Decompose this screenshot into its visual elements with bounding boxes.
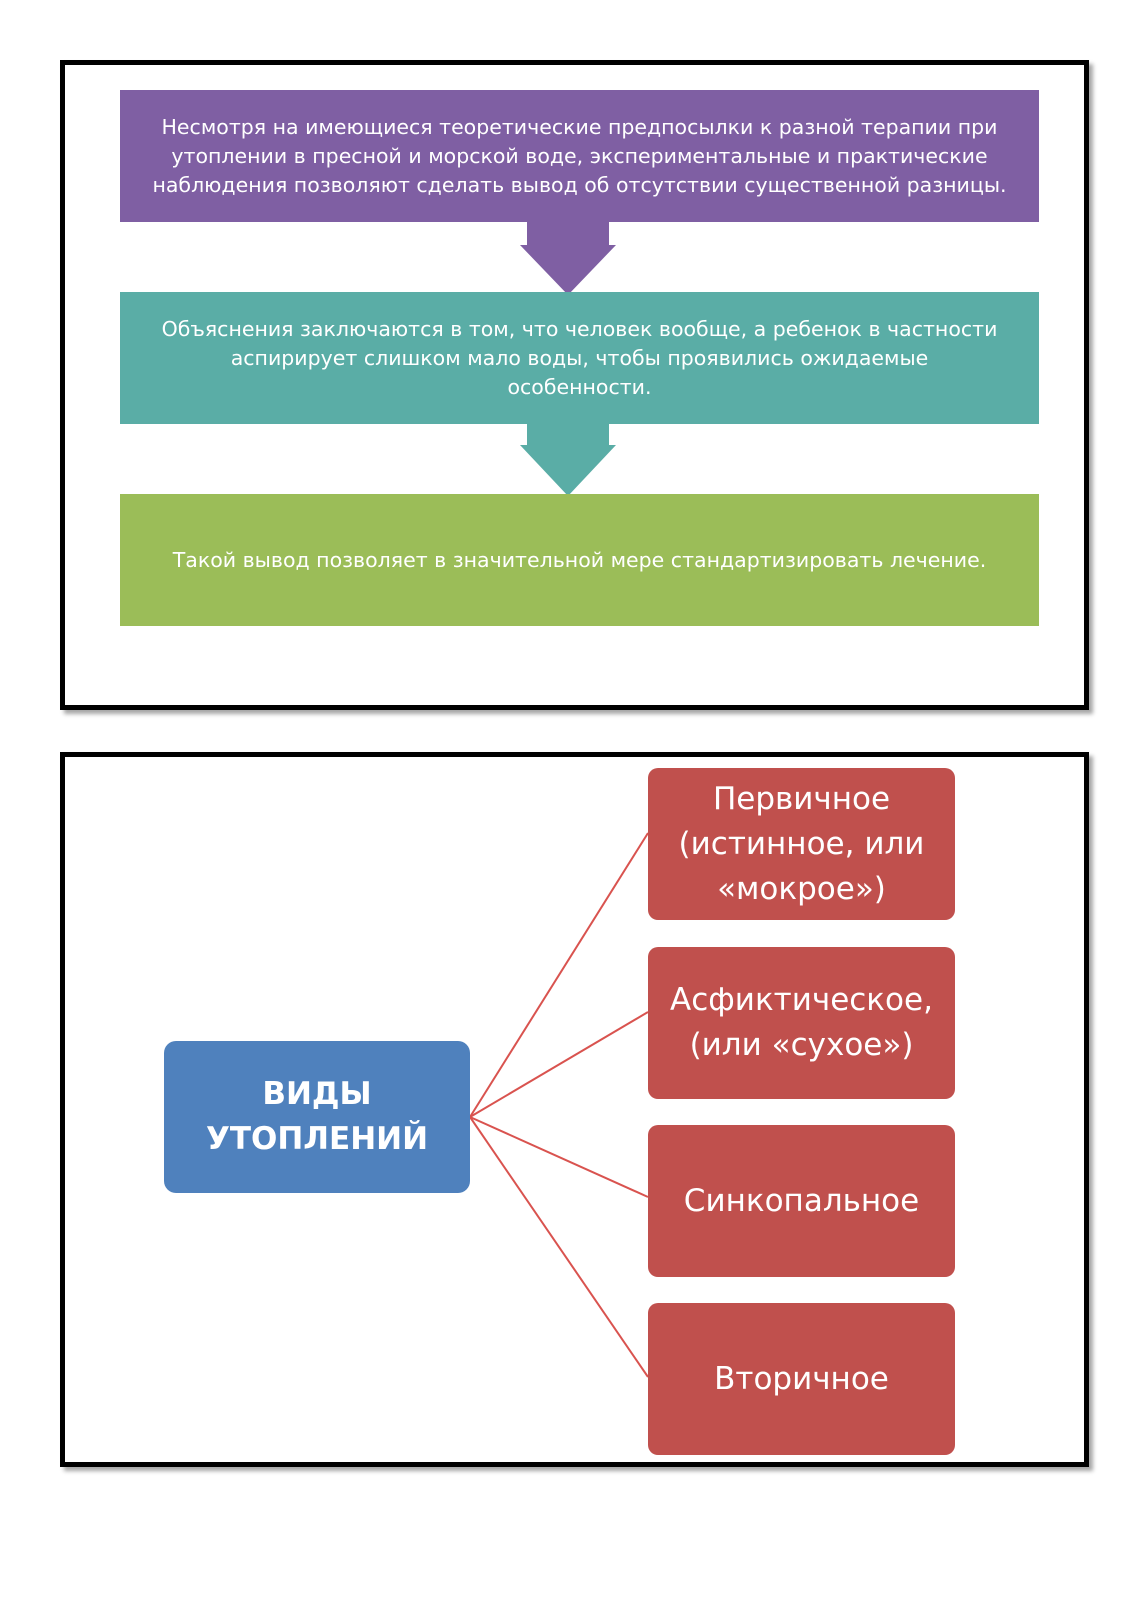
flow-arrows [520, 218, 616, 496]
flow-step-2-line: особенности. [507, 374, 652, 399]
flow-step-2: Объяснения заключаются в том, что челове… [120, 292, 1039, 424]
type-secondary-line: Вторичное [714, 1360, 889, 1397]
flow-panel: Несмотря на имеющиеся теоретические пред… [60, 60, 1089, 710]
type-primary-line: Первичное [712, 780, 891, 817]
flow-step-1-line: Несмотря на имеющиеся теоретические пред… [161, 114, 998, 139]
flow-step-2-line: аспирирует слишком мало воды, чтобы проя… [230, 345, 929, 370]
arrow-purple-down [520, 218, 616, 295]
flow-step-2-line: Объяснения заключаются в том, что челове… [161, 316, 998, 341]
type-syncopal: Синкопальное [648, 1125, 955, 1277]
drowning-types-label: ВИДЫ [262, 1076, 372, 1112]
flow-step-1: Несмотря на имеющиеся теоретические пред… [120, 90, 1039, 222]
connector-line-3 [469, 1116, 649, 1198]
type-asphyxial-line: Асфиктическое, [670, 982, 933, 1018]
type-syncopal-line: Синкопальное [683, 1182, 920, 1219]
flow-step-3-line: Такой вывод позволяет в значительной мер… [172, 547, 987, 572]
type-asphyxial-line: (или «сухое») [689, 1027, 914, 1063]
connector-line-2 [469, 1011, 649, 1118]
type-primary-line: (истинное, или [678, 825, 925, 862]
type-primary-line: «мокрое») [717, 870, 886, 907]
drowning-types-label: УТОПЛЕНИЙ [205, 1121, 429, 1157]
flow-step-1-line: утоплении в пресной и морской воде, эксп… [171, 143, 988, 168]
connector-line-1 [469, 832, 649, 1118]
type-asphyxial: Асфиктическое, (или «сухое») [648, 947, 955, 1099]
drowning-types-node: ВИДЫ УТОПЛЕНИЙ [164, 1041, 470, 1193]
connector-lines [469, 832, 649, 1378]
types-panel: ВИДЫ УТОПЛЕНИЙ Первичное (истинное, или … [60, 752, 1089, 1467]
flow-step-1-line: наблюдения позволяют сделать вывод об от… [152, 172, 1007, 197]
type-secondary: Вторичное [648, 1303, 955, 1455]
connector-line-4 [469, 1116, 649, 1378]
flow-step-3: Такой вывод позволяет в значительной мер… [120, 494, 1039, 626]
type-primary: Первичное (истинное, или «мокрое») [648, 768, 955, 920]
arrow-teal-down [520, 420, 616, 496]
